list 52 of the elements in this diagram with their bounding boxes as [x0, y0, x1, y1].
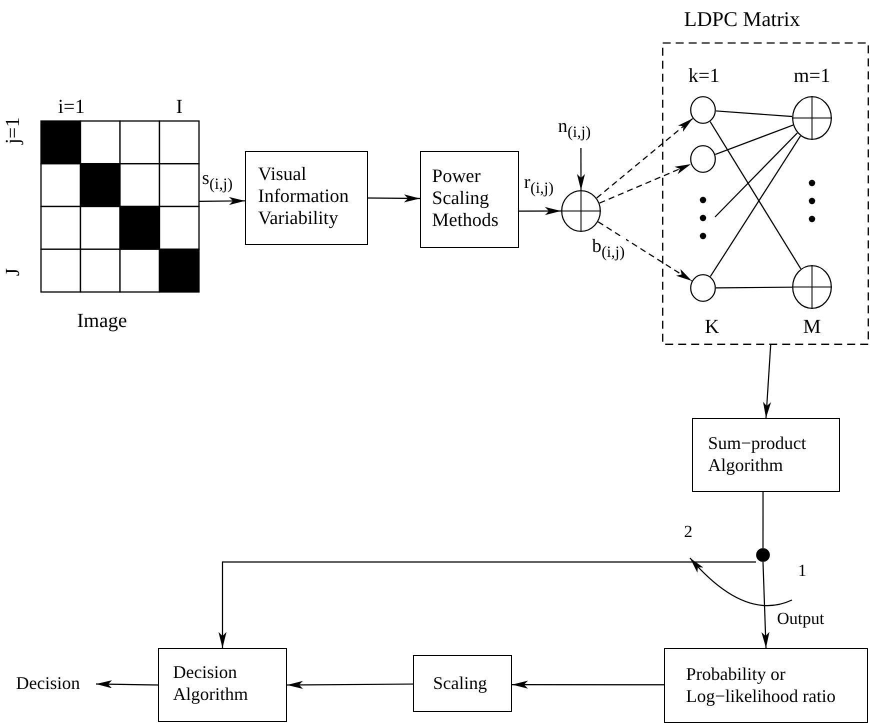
label-text: n$_{(i,j)}$ — [558, 116, 592, 143]
connector-line — [716, 286, 792, 288]
adder-node — [561, 190, 601, 232]
connector-line — [762, 492, 764, 548]
axis-label: j=1 — [2, 117, 24, 144]
arrow — [287, 680, 413, 689]
variable-node — [690, 96, 716, 124]
axis-label: i=1 — [58, 96, 85, 118]
arrow — [599, 164, 692, 204]
node-caption: m=1 — [794, 65, 830, 87]
node-caption: K — [704, 316, 720, 338]
box-text: Scaling — [433, 672, 488, 694]
process-box — [664, 648, 868, 723]
arrow — [761, 562, 770, 648]
box-text: Decision Algorithm — [173, 661, 249, 705]
arrow — [96, 680, 158, 688]
arrow — [576, 148, 585, 190]
process-box — [158, 648, 287, 722]
arrow — [598, 221, 692, 282]
node-caption: M — [803, 316, 821, 338]
adder-node — [792, 96, 832, 140]
process-box — [413, 655, 512, 712]
arrow — [199, 197, 245, 205]
axis-label: I — [176, 96, 183, 118]
node-caption: Image — [77, 310, 127, 332]
box-text: Probability or Log−likelihood ratio — [686, 663, 837, 707]
box-text: Sum−product Algorithm — [708, 432, 808, 476]
arrow — [596, 118, 694, 198]
process-box — [420, 151, 519, 248]
label-text: Decision — [16, 672, 81, 694]
arrow — [368, 194, 420, 202]
switch-position-label: 2 — [684, 521, 692, 543]
box-text: Power Scaling Methods — [432, 166, 500, 232]
axis-label: J — [2, 268, 24, 276]
process-box — [245, 151, 368, 245]
box-text: Visual Information Variability — [258, 164, 350, 230]
arrow — [218, 561, 756, 648]
connector-line — [716, 110, 792, 118]
group-title: LDPC Matrix — [684, 8, 800, 30]
junction-dot — [756, 548, 770, 562]
process-box — [692, 418, 840, 492]
variable-node — [690, 274, 716, 302]
node-caption: k=1 — [688, 65, 720, 87]
connector-line — [714, 132, 798, 218]
variable-node — [690, 145, 716, 173]
connector-line — [715, 124, 794, 155]
adder-node — [792, 265, 832, 309]
arrow — [763, 344, 772, 418]
arrow — [512, 680, 664, 689]
switch-position-label: 1 — [798, 560, 806, 582]
arrow — [519, 207, 561, 216]
pixel-grid-drawing — [41, 121, 199, 292]
